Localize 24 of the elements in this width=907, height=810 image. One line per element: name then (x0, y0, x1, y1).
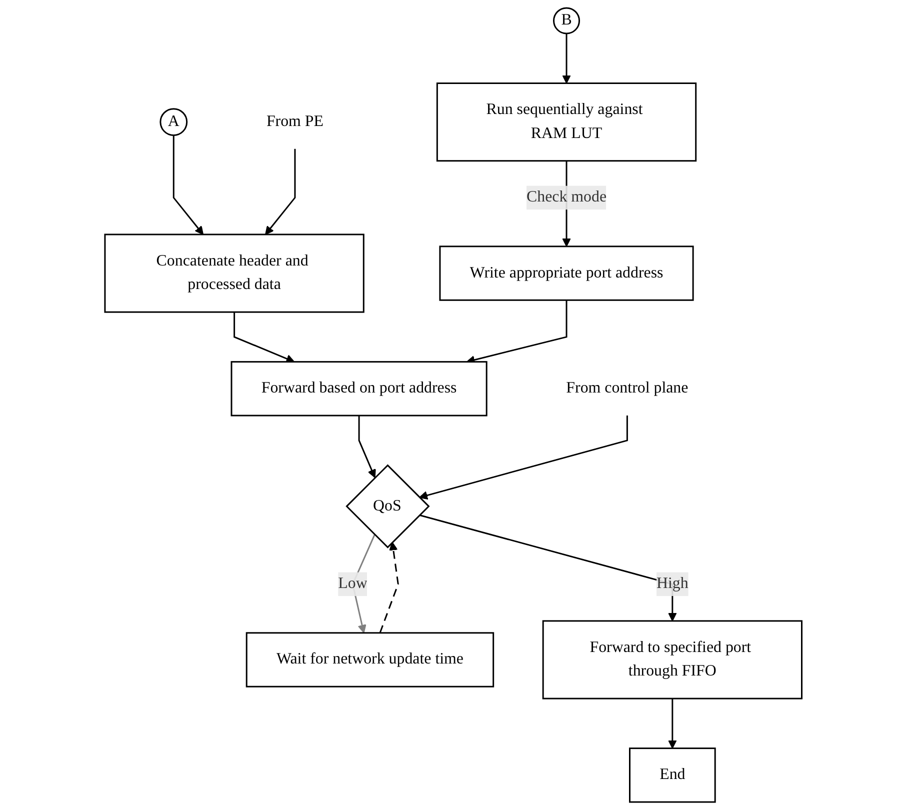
edge-label: High (656, 575, 688, 592)
arrow (173, 135, 204, 235)
arrow (419, 514, 677, 622)
node-box: Concatenate header and processed data (104, 234, 365, 313)
arrow (234, 312, 295, 363)
arrow (265, 148, 296, 235)
node-circle: B (553, 7, 580, 34)
node-box: Write appropriate port address (439, 246, 694, 301)
arrow (562, 34, 572, 84)
arrow (379, 542, 400, 634)
arrow (358, 416, 376, 478)
node-diamond: QoS (346, 464, 430, 548)
edge-label: Low (338, 575, 368, 592)
node-box: Forward to specified port through FIFO (542, 620, 803, 700)
node-text: From PE (266, 113, 324, 130)
node-circle: A (160, 108, 188, 136)
node-box: End (629, 748, 716, 803)
arrow (419, 416, 628, 500)
node-box: Forward based on port address (230, 361, 488, 416)
node-box: Wait for network update time (246, 632, 494, 688)
node-text: From control plane (566, 380, 688, 397)
arrow (668, 698, 677, 749)
edge-label: Check mode (526, 188, 607, 206)
node-box: Run sequentially against RAM LUT (436, 82, 697, 162)
